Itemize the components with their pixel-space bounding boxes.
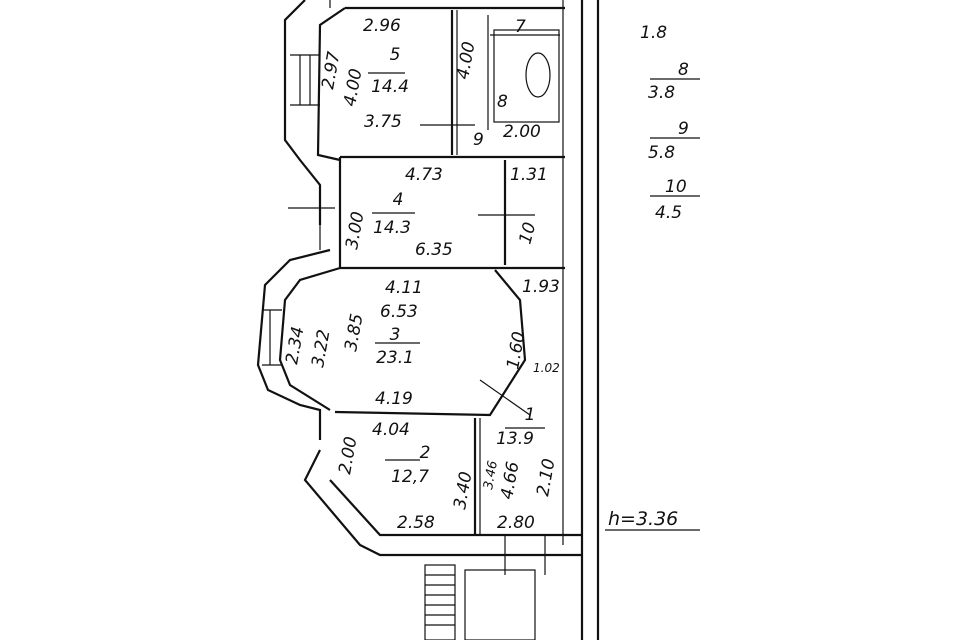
svg-text:1.8: 1.8 — [640, 23, 667, 43]
svg-text:9: 9 — [678, 119, 689, 139]
svg-text:1.93: 1.93 — [522, 277, 560, 297]
svg-text:3.8: 3.8 — [648, 83, 675, 103]
svg-text:23.1: 23.1 — [376, 348, 414, 368]
svg-text:3: 3 — [390, 325, 401, 345]
svg-text:4.19: 4.19 — [375, 389, 413, 409]
room-2-label: 2 12,7 — [385, 443, 430, 487]
svg-text:4.5: 4.5 — [655, 203, 682, 223]
svg-text:5: 5 — [390, 45, 401, 65]
bathtub-icon — [525, 52, 551, 98]
svg-text:4.00: 4.00 — [340, 67, 366, 108]
svg-text:13.9: 13.9 — [496, 429, 534, 449]
svg-text:4.73: 4.73 — [405, 165, 443, 185]
svg-text:6.53: 6.53 — [380, 302, 418, 322]
svg-text:3.46: 3.46 — [481, 460, 501, 491]
svg-text:3.40: 3.40 — [450, 470, 476, 511]
room-3-label: 3 23.1 — [375, 325, 420, 368]
stairs — [424, 564, 536, 640]
svg-text:2.96: 2.96 — [363, 16, 401, 36]
svg-text:2.80: 2.80 — [497, 513, 535, 533]
svg-text:4.11: 4.11 — [385, 278, 423, 298]
dimension-labels: 2.96 2.97 4.00 3.75 4.00 2.00 4.73 3.00 … — [282, 16, 560, 533]
svg-text:3.22: 3.22 — [308, 328, 334, 369]
svg-text:1.02: 1.02 — [533, 361, 560, 375]
svg-text:3.00: 3.00 — [342, 210, 368, 251]
room-4-label: 4 14.3 — [372, 190, 415, 238]
room-1-label: 1 13.9 — [496, 405, 545, 449]
area-legend: 1.8 8 3.8 9 5.8 10 4.5 — [640, 23, 700, 223]
svg-text:10: 10 — [665, 177, 687, 197]
svg-text:2.58: 2.58 — [397, 513, 435, 533]
svg-text:1.60: 1.60 — [503, 330, 529, 371]
svg-text:4: 4 — [393, 190, 404, 210]
svg-text:2.97: 2.97 — [318, 50, 344, 91]
room-10-number: 10 — [516, 220, 541, 246]
svg-text:12,7: 12,7 — [391, 467, 429, 487]
svg-text:2.34: 2.34 — [282, 325, 308, 366]
svg-text:4.04: 4.04 — [372, 420, 410, 440]
svg-text:14.3: 14.3 — [373, 218, 411, 238]
room-8-number: 8 — [497, 92, 508, 112]
svg-text:5.8: 5.8 — [648, 143, 675, 163]
svg-text:4.66: 4.66 — [497, 460, 523, 501]
room-7-number: 7 — [515, 17, 526, 37]
svg-text:3.75: 3.75 — [364, 112, 402, 132]
svg-text:2: 2 — [420, 443, 431, 463]
svg-text:2.00: 2.00 — [335, 435, 361, 476]
room-9-number: 9 — [473, 130, 484, 150]
walls — [256, 0, 700, 640]
svg-text:14.4: 14.4 — [371, 77, 409, 97]
svg-text:3.85: 3.85 — [341, 312, 367, 353]
svg-text:8: 8 — [678, 60, 689, 80]
svg-text:2.00: 2.00 — [503, 122, 541, 142]
svg-text:1.31: 1.31 — [510, 165, 548, 185]
svg-text:1: 1 — [525, 405, 536, 425]
ceiling-height: h=3.36 — [608, 508, 678, 530]
svg-text:2.10: 2.10 — [533, 457, 559, 498]
room-5-label: 5 14.4 — [368, 45, 409, 97]
svg-text:6.35: 6.35 — [415, 240, 453, 260]
